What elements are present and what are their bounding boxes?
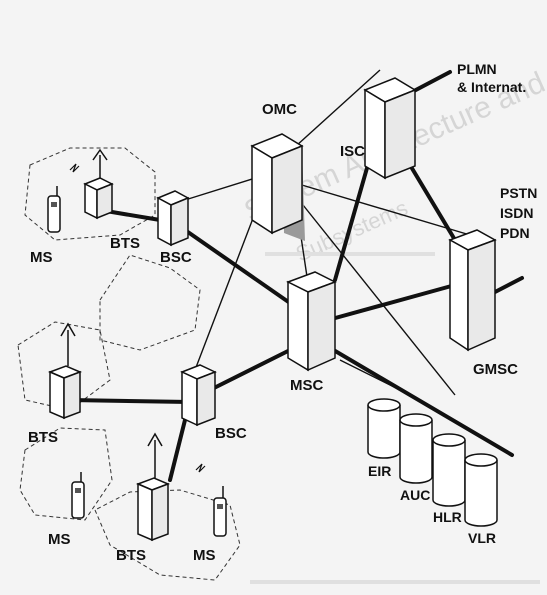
pstn-label: PSTN — [500, 185, 537, 201]
radio-wave-icon — [69, 163, 80, 173]
link-bts-mid-bsc-mid — [68, 398, 192, 404]
phone-screen-icon — [75, 488, 81, 493]
isdn-label: ISDN — [500, 205, 533, 221]
link-isc-plmn — [410, 70, 452, 94]
gmsc-left-face — [449, 238, 469, 352]
msc-node — [286, 271, 337, 372]
eir-database — [367, 398, 401, 459]
cell-boundary — [17, 321, 111, 411]
msc-left-face — [287, 280, 309, 372]
cell-boundary — [24, 147, 156, 241]
radio-wave-icon — [195, 463, 206, 473]
bts-top-left-face — [84, 182, 98, 220]
omc-right-face — [271, 144, 303, 235]
hlr-cylinder-top — [432, 433, 466, 447]
ms-top-label: MS — [30, 249, 53, 266]
link-omc-bsc-mid — [194, 199, 261, 371]
msc-label: MSC — [290, 377, 324, 394]
bts-mid-antenna-icon — [60, 322, 76, 337]
hlr-database — [432, 433, 466, 507]
link-omc-gmsc — [284, 179, 471, 236]
bts-top-right-face — [96, 182, 113, 220]
omc-left-face — [251, 144, 273, 235]
hlr-label: HLR — [433, 509, 462, 525]
bsc-top-right-face — [170, 196, 189, 247]
ms-bottom-left-label: MS — [48, 531, 71, 548]
eir-label: EIR — [368, 463, 391, 479]
bsc-mid-label: BSC — [215, 425, 247, 442]
gmsc-label: GMSC — [473, 361, 518, 378]
phone-icon — [71, 481, 85, 519]
ms-bottom-right-label: MS — [193, 547, 216, 564]
bts-mid-right-face — [63, 370, 81, 420]
bts-top-antenna-icon — [92, 148, 108, 161]
bsc-top-label: BSC — [160, 249, 192, 266]
phone-screen-icon — [51, 202, 57, 207]
auc-cylinder-top — [399, 413, 433, 427]
eir-cylinder-body — [367, 405, 401, 459]
auc-cylinder-body — [399, 420, 433, 484]
bsc-mid-left-face — [181, 370, 198, 427]
bsc-mid-right-face — [196, 370, 216, 427]
bts-top-node — [83, 148, 114, 220]
msc-right-face — [307, 280, 336, 372]
gmsc-right-face — [467, 238, 496, 352]
auc-label: AUC — [400, 487, 430, 503]
bts-mid-label: BTS — [28, 429, 58, 446]
bts-bottom-right-face — [151, 482, 169, 542]
isc-label: ISC — [340, 143, 365, 160]
link-bsc-top-msc — [183, 228, 302, 312]
bsc-top-left-face — [157, 196, 172, 247]
link-bsc-mid-msc — [208, 343, 302, 392]
link-msc-gmsc — [326, 283, 457, 322]
cell-boundary — [19, 427, 113, 521]
phone-icon — [213, 497, 227, 537]
bts-bottom-label: BTS — [116, 547, 146, 564]
isc-left-face — [364, 88, 386, 180]
omc-node — [250, 133, 305, 241]
bts-top-label: BTS — [110, 235, 140, 252]
internat-label: & Internat. — [457, 79, 526, 95]
vlr-cylinder-body — [464, 460, 498, 527]
bsc-mid-node — [180, 364, 217, 427]
cell-boundaries — [17, 147, 241, 581]
bts-mid-node — [47, 322, 83, 420]
ms-bottom-left-node — [71, 472, 85, 519]
show-through-line — [250, 580, 540, 584]
isc-right-face — [384, 88, 416, 180]
link-gmsc-pstn — [493, 276, 524, 294]
omc-label: OMC — [262, 101, 297, 118]
isc-node — [363, 77, 417, 180]
node-labels: OMC ISC PLMN & Internat. PSTN ISDN PDN G… — [28, 61, 537, 564]
link-omc-hlr — [294, 194, 456, 396]
bsc-top-node — [156, 190, 190, 247]
bts-bottom-antenna-icon — [147, 432, 163, 447]
thin-links — [184, 69, 471, 401]
eir-cylinder-top — [367, 398, 401, 412]
ms-top-node — [47, 163, 80, 233]
bts-bottom-left-face — [137, 482, 153, 542]
plmn-label: PLMN — [457, 61, 497, 77]
vlr-label: VLR — [468, 530, 496, 546]
cell-boundary — [94, 489, 241, 581]
phone-icon — [47, 195, 61, 233]
link-msc-databases — [323, 343, 514, 457]
cell-boundary — [99, 254, 201, 351]
gmsc-node — [448, 229, 497, 352]
bts-bottom-node — [135, 432, 171, 542]
vlr-cylinder-top — [464, 453, 498, 467]
show-through-line — [265, 252, 435, 256]
hlr-cylinder-body — [432, 440, 466, 507]
auc-database — [399, 413, 433, 484]
pdn-label: PDN — [500, 225, 530, 241]
bts-mid-left-face — [49, 370, 65, 420]
vlr-database — [464, 453, 498, 527]
ms-bottom-right-node — [195, 463, 227, 537]
phone-screen-icon — [217, 504, 223, 509]
